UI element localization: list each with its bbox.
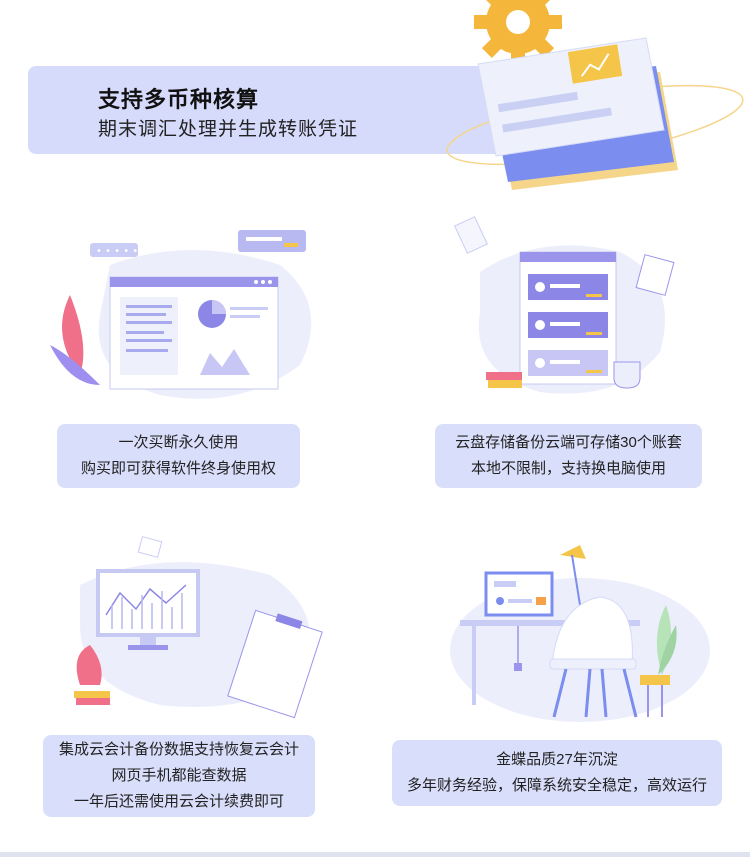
feature-line: 集成云会计备份数据支持恢复云会计 [58, 741, 299, 758]
cloud-storage-illustration [454, 216, 675, 394]
feature-line: 购买即可获得软件终身使用权 [80, 460, 276, 477]
feature-card-cloud-storage: 云盘存储备份云端可存储30个账套 本地不限制，支持换电脑使用 [435, 424, 702, 488]
feature-line: 本地不限制，支持换电脑使用 [470, 460, 666, 477]
feature-card-lifetime: 一次买断永久使用 购买即可获得软件终身使用权 [57, 424, 300, 488]
monitor-chart-illustration [74, 536, 323, 719]
feature-line: 一次买断永久使用 [118, 434, 239, 451]
feature-line: 金蝶品质27年沉淀 [496, 751, 618, 768]
bottom-divider [0, 852, 750, 857]
feature-card-cloud-accounting: 集成云会计备份数据支持恢复云会计 网页手机都能查数据 一年后还需使用云会计续费即… [43, 735, 315, 817]
feature-line: 云盘存储备份云端可存储30个账套 [455, 434, 682, 451]
svg-text:• • • • •: • • • • • [96, 246, 138, 257]
feature-card-kingdee-quality: 金蝶品质27年沉淀 多年财务经验，保障系统安全稳定，高效运行 [392, 740, 722, 806]
header-illustration [446, 0, 744, 190]
banner-title: 支持多币种核算 [98, 87, 260, 112]
office-chair-illustration [450, 545, 710, 722]
feature-line: 网页手机都能查数据 [111, 767, 247, 784]
feature-line: 一年后还需使用云会计续费即可 [73, 793, 284, 810]
feature-line: 多年财务经验，保障系统安全稳定，高效运行 [406, 777, 707, 794]
software-window-illustration: • • • • • [50, 230, 312, 399]
banner-subtitle: 期末调汇处理并生成转账凭证 [98, 119, 359, 140]
